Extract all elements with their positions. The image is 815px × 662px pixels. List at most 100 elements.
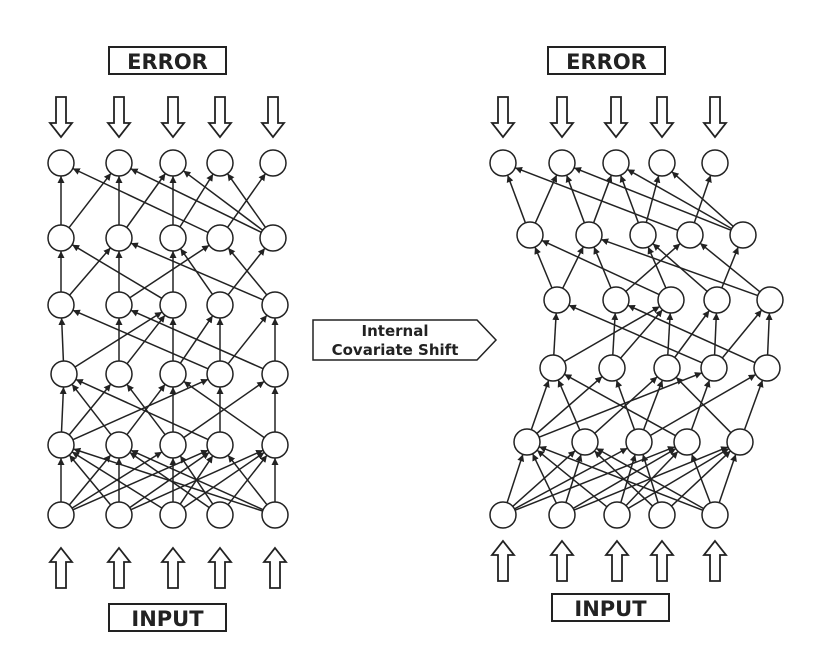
right-neuron-l1-n4 [726, 428, 754, 456]
left-connection [68, 172, 112, 229]
left-neuron-l1-n2 [159, 431, 187, 459]
right-connection [626, 168, 733, 230]
right-input-arrow-icon [604, 539, 630, 582]
right-connection [721, 309, 763, 359]
left-input-arrow-icon [207, 546, 233, 589]
right-connection [563, 305, 661, 363]
right-connection [536, 449, 608, 508]
right-connection [541, 239, 660, 296]
right-neuron-l1-n0 [513, 428, 541, 456]
left-error-arrow-icon [160, 96, 186, 139]
right-connection [538, 445, 704, 511]
left-connection [58, 317, 66, 362]
left-connection [72, 167, 209, 234]
right-input-arrow-icon [490, 539, 516, 582]
left-connection [72, 309, 209, 370]
left-connection [182, 170, 264, 231]
shift-label-line1: Internal [362, 322, 429, 340]
right-connection [619, 174, 640, 224]
left-neuron-l4-n3 [206, 224, 234, 252]
left-network: ERROR INPUT [47, 46, 289, 632]
right-neuron-l2-n1 [598, 354, 626, 382]
left-neuron-l5-n2 [159, 149, 187, 177]
left-connection [68, 454, 112, 506]
left-neuron-l4-n0 [47, 224, 75, 252]
left-input-arrow-icon [160, 546, 186, 589]
left-connection [130, 309, 264, 370]
left-neuron-l5-n1 [105, 149, 133, 177]
right-neuron-l0-n0 [489, 501, 517, 529]
right-input-arrow-icon [702, 539, 728, 582]
right-input-arrow-icon [549, 539, 575, 582]
left-neuron-l2-n3 [206, 360, 234, 388]
right-connection [534, 246, 553, 289]
right-connection [718, 454, 737, 503]
right-connection [712, 312, 720, 356]
internal-covariate-shift-arrow: Internal Covariate Shift [312, 319, 498, 361]
right-connection [699, 242, 761, 293]
right-error-arrow-icon [702, 96, 728, 139]
left-error-arrow-icon [48, 96, 74, 139]
right-connection [642, 379, 664, 431]
right-connections [506, 166, 773, 511]
right-connection [568, 304, 703, 364]
right-neuron-l2-n3 [700, 354, 728, 382]
left-neuron-l4-n4 [259, 224, 287, 252]
right-neuron-l4-n3 [676, 221, 704, 249]
right-connection [552, 312, 560, 356]
right-connection [671, 171, 734, 227]
right-neuron-l4-n0 [516, 221, 544, 249]
left-input-arrows [48, 546, 288, 589]
left-error-label: ERROR [127, 50, 208, 74]
right-connection [690, 453, 712, 504]
right-neuron-l4-n4 [729, 221, 757, 249]
left-connection [71, 451, 163, 509]
right-input-arrow-icon [649, 539, 675, 582]
right-connection [743, 379, 764, 431]
right-neuron-l5-n0 [489, 149, 517, 177]
right-neuron-l2-n2 [653, 354, 681, 382]
left-connection [130, 449, 264, 511]
right-error-box: ERROR [547, 46, 666, 75]
right-error-arrows [490, 96, 728, 139]
right-neuron-l1-n2 [625, 428, 653, 456]
left-connection [68, 247, 112, 296]
left-neuron-l3-n1 [105, 291, 133, 319]
right-network: ERROR INPUT [489, 46, 784, 622]
right-connection [531, 453, 558, 504]
left-neuron-l1-n0 [47, 431, 75, 459]
left-neuron-l5-n0 [47, 149, 75, 177]
left-error-arrow-icon [260, 96, 286, 139]
right-connection [562, 246, 584, 289]
right-neuron-l2-n4 [753, 354, 781, 382]
left-neuron-l1-n1 [105, 431, 133, 459]
right-connection [627, 304, 756, 364]
right-connection [615, 379, 636, 431]
left-neuron-l0-n2 [159, 501, 187, 529]
left-input-box: INPUT [108, 603, 227, 632]
left-connection [59, 386, 67, 433]
left-neuron-l5-n3 [206, 149, 234, 177]
right-connection [600, 238, 759, 297]
left-neuron-l1-n4 [261, 431, 289, 459]
right-neuron-l5-n2 [602, 149, 630, 177]
right-neurons [489, 149, 784, 529]
left-connection [126, 383, 166, 436]
right-neuron-l5-n1 [548, 149, 576, 177]
left-connection [130, 242, 264, 301]
left-neuron-l3-n3 [206, 291, 234, 319]
right-neuron-l1-n3 [673, 428, 701, 456]
right-connection [573, 167, 732, 231]
right-neuron-l2-n0 [539, 354, 567, 382]
right-connection [675, 376, 732, 434]
left-connection [75, 378, 209, 441]
left-input-arrow-icon [106, 546, 132, 589]
right-connection [593, 246, 612, 289]
left-neuron-l0-n4 [261, 501, 289, 529]
left-connection [227, 454, 268, 506]
right-error-label: ERROR [566, 50, 647, 74]
left-connection [71, 244, 163, 299]
left-connections [57, 167, 279, 512]
right-connection [557, 379, 581, 431]
left-connection [226, 173, 267, 228]
